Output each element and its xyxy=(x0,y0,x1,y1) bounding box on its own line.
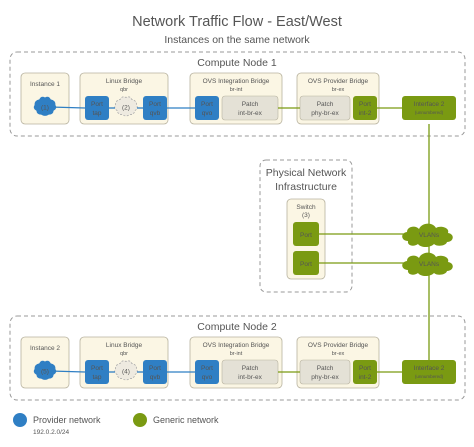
linux-bridge-sub: qbr xyxy=(120,351,128,357)
compute-node-title: Compute Node 2 xyxy=(197,321,277,333)
legend-provider-label: Provider network xyxy=(33,415,101,425)
port-qvo-sub: qvo xyxy=(202,374,213,381)
switch-label: Switch xyxy=(296,204,316,211)
port-qvb xyxy=(143,96,167,120)
interface-2-label: Interface 2 xyxy=(414,101,445,108)
physical-network-title: Physical Network xyxy=(266,167,347,179)
ovs-provider-sub: br-ex xyxy=(332,351,345,357)
bridge-cloud-icon xyxy=(114,96,138,117)
port-int-2-label: Port xyxy=(359,101,371,108)
ovs-integration-title: OVS Integration Bridge xyxy=(203,342,270,349)
bridge-cloud-icon xyxy=(114,360,138,381)
port-tap xyxy=(85,360,109,384)
instance-cloud-icon xyxy=(33,96,57,116)
port-int-2 xyxy=(353,360,377,384)
interface-2-label: Interface 2 xyxy=(414,365,445,372)
port-int-2-sub: int-2 xyxy=(359,110,372,117)
instance-cloud-icon xyxy=(33,360,57,380)
ovs-provider-sub: br-ex xyxy=(332,87,345,93)
port-qvo xyxy=(195,96,219,120)
link-instance-tap xyxy=(49,106,86,109)
linux-bridge-title: Linux Bridge xyxy=(106,342,143,349)
diagram-title: Network Traffic Flow - East/West xyxy=(132,14,342,30)
compute-node-title: Compute Node 1 xyxy=(197,57,277,69)
switch-port-1-label: Port xyxy=(300,232,312,239)
vlan-cloud-2-label: VLANs xyxy=(419,261,440,268)
switch-port-2 xyxy=(293,251,319,275)
legend-generic-swatch xyxy=(133,413,147,427)
ovs-provider-title: OVS Provider Bridge xyxy=(308,342,369,349)
vlan-cloud-1: VLANs xyxy=(402,223,453,247)
switch-port-1 xyxy=(293,222,319,246)
interface-2-sub: (unnumbered) xyxy=(415,110,444,115)
port-qvo-label: Port xyxy=(201,365,213,372)
legend-provider-subnet: 192.0.2.0/24 xyxy=(33,429,70,436)
compute-node-frame xyxy=(9,51,466,137)
port-tap-label: Port xyxy=(91,365,103,372)
physical-network-infrastructure: Physical Network Infrastructure Switch (… xyxy=(259,159,353,293)
patch-int-br-ex-label: Patch xyxy=(242,101,259,108)
vlan-cloud-2-shape xyxy=(402,252,453,276)
vlan-cloud-1-label: VLANs xyxy=(419,232,440,239)
patch-int-br-ex-label: Patch xyxy=(242,365,259,372)
port-qvo-label: Port xyxy=(201,101,213,108)
legend-provider-swatch xyxy=(13,413,27,427)
bridge-cloud-number: (4) xyxy=(122,369,130,376)
linux-bridge-title: Linux Bridge xyxy=(106,78,143,85)
compute-node-1: Compute Node 1 Instance 1 (1) Linux Bridge q… xyxy=(9,51,466,137)
ovs-integration-title: OVS Integration Bridge xyxy=(203,78,270,85)
patch-phy-br-ex-label: Patch xyxy=(317,365,334,372)
link-instance-tap xyxy=(49,370,86,373)
interface-2 xyxy=(402,96,456,120)
compute-node-2: Compute Node 2 Instance 2 (5) Linux Bridge q… xyxy=(9,315,466,401)
physical-network-title-line2: Infrastructure xyxy=(275,181,337,193)
port-qvb-sub: qvb xyxy=(150,374,161,381)
port-qvb-label: Port xyxy=(149,365,161,372)
physical-network-frame xyxy=(259,159,353,293)
instance-number: (5) xyxy=(41,369,49,376)
linux-bridge-sub: qbr xyxy=(120,87,128,93)
vlan-cloud-2: VLANs xyxy=(402,252,453,276)
patch-phy-br-ex-sub: phy-br-ex xyxy=(311,374,339,381)
switch-port-2-label: Port xyxy=(300,261,312,268)
interface-2 xyxy=(402,360,456,384)
port-int-2-sub: int-2 xyxy=(359,374,372,381)
instance-title: Instance 2 xyxy=(30,345,60,352)
patch-phy-br-ex-sub: phy-br-ex xyxy=(311,110,339,117)
ovs-integration-sub: br-int xyxy=(230,87,243,93)
compute-node-frame xyxy=(9,315,466,401)
interface-2-sub: (unnumbered) xyxy=(415,374,444,379)
port-tap xyxy=(85,96,109,120)
ovs-provider-title: OVS Provider Bridge xyxy=(308,78,369,85)
patch-int-br-ex-sub: int-br-ex xyxy=(238,374,263,381)
legend-generic-label: Generic network xyxy=(153,415,219,425)
legend: Provider network 192.0.2.0/24 Generic ne… xyxy=(13,413,219,436)
port-qvb xyxy=(143,360,167,384)
port-tap-sub: tap xyxy=(92,110,101,117)
diagram-subtitle: Instances on the same network xyxy=(164,34,310,46)
instance-title: Instance 1 xyxy=(30,81,60,88)
port-int-2 xyxy=(353,96,377,120)
patch-int-br-ex-sub: int-br-ex xyxy=(238,110,263,117)
port-qvb-sub: qvb xyxy=(150,110,161,117)
port-qvb-label: Port xyxy=(149,101,161,108)
patch-phy-br-ex-label: Patch xyxy=(317,101,334,108)
switch-number: (3) xyxy=(302,212,310,219)
port-tap-sub: tap xyxy=(92,374,101,381)
vlan-cloud-1-shape xyxy=(402,223,453,247)
port-qvo-sub: qvo xyxy=(202,110,213,117)
port-tap-label: Port xyxy=(91,101,103,108)
bridge-cloud-number: (2) xyxy=(122,105,130,112)
port-qvo xyxy=(195,360,219,384)
ovs-integration-sub: br-int xyxy=(230,351,243,357)
instance-number: (1) xyxy=(41,105,49,112)
vlan-links xyxy=(319,124,430,364)
port-int-2-label: Port xyxy=(359,365,371,372)
